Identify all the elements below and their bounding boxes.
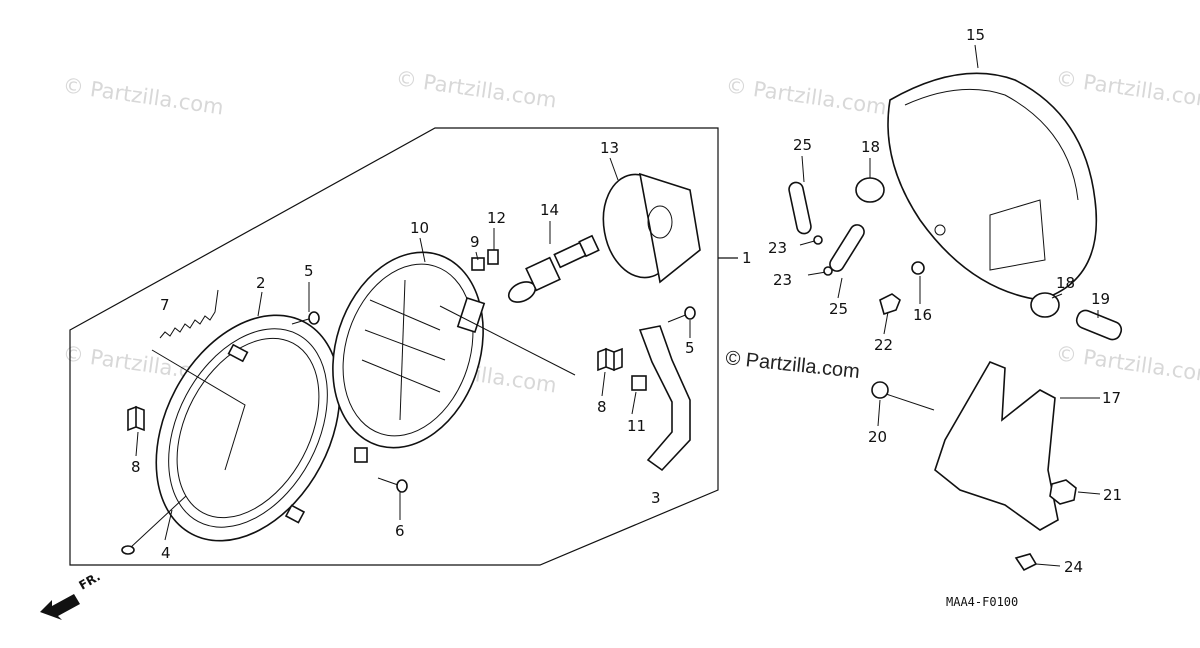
bolt-20 <box>871 381 935 411</box>
arrow-icon <box>40 594 80 620</box>
screw-23 <box>799 235 823 246</box>
label-18: 18 <box>861 138 880 156</box>
center-watermark: © Partzilla.com <box>724 347 860 383</box>
direction-label: FR. <box>77 569 103 592</box>
label-8: 8 <box>597 398 607 416</box>
assembly-outline <box>69 127 719 566</box>
label-21: 21 <box>1103 486 1122 504</box>
stay-25 <box>788 181 812 235</box>
grommet-18 <box>855 177 885 203</box>
label-15: 15 <box>966 26 985 44</box>
nut-24 <box>1014 553 1038 572</box>
label-1: 1 <box>742 249 752 267</box>
label-18: 18 <box>1056 274 1075 292</box>
label-5: 5 <box>685 339 695 357</box>
clip-12 <box>487 249 499 265</box>
watermark: © Partzilla.com <box>724 73 888 119</box>
bulb-socket-cover <box>602 172 701 284</box>
screw-23 <box>807 266 833 276</box>
headlight-lens <box>332 251 486 449</box>
stay-25 <box>829 224 865 272</box>
label-8: 8 <box>131 458 141 476</box>
screw-16 <box>911 261 925 275</box>
nut-22 <box>879 293 901 316</box>
label-5: 5 <box>304 262 314 280</box>
label-9: 9 <box>470 233 480 251</box>
screw-5 <box>291 311 320 325</box>
label-14: 14 <box>540 201 559 219</box>
spring-8 <box>597 347 623 372</box>
label-13: 13 <box>600 139 619 157</box>
label-19: 19 <box>1091 290 1110 308</box>
screw-6 <box>377 477 408 493</box>
screw-5 <box>667 306 696 323</box>
watermark: © Partzilla.com <box>1054 66 1200 112</box>
spring-8 <box>127 405 145 432</box>
bracket-3 <box>638 325 691 472</box>
label-16: 16 <box>913 306 932 324</box>
nut-11 <box>631 375 647 391</box>
label-7: 7 <box>160 296 170 314</box>
label-2: 2 <box>256 274 266 292</box>
collar-19 <box>1075 309 1123 341</box>
leader-line <box>439 305 576 376</box>
label-11: 11 <box>627 417 646 435</box>
adjust-screw-4 <box>121 495 187 555</box>
front-direction-arrow: FR. <box>40 569 103 620</box>
watermark: © Partzilla.com <box>394 66 558 112</box>
part-labels: 1 2 3 4 5 5 6 7 8 8 9 10 11 12 13 14 15 … <box>131 26 1122 576</box>
label-17: 17 <box>1102 389 1121 407</box>
label-20: 20 <box>868 428 887 446</box>
label-leaders <box>135 44 1101 567</box>
label-23: 23 <box>768 239 787 257</box>
headlight-rim <box>155 314 368 542</box>
watermark: © Partzilla.com <box>61 73 225 119</box>
watermark: © Partzilla.com <box>1054 341 1200 387</box>
headlight-stay-17 <box>934 360 1059 531</box>
nut-21 <box>1049 479 1077 505</box>
drawing-code: MAA4-F0100 <box>946 595 1018 609</box>
label-22: 22 <box>874 336 893 354</box>
label-3: 3 <box>651 489 661 507</box>
grommet-18 <box>1030 292 1060 318</box>
label-6: 6 <box>395 522 405 540</box>
label-12: 12 <box>487 209 506 227</box>
headlight-bulb <box>507 234 600 303</box>
label-25: 25 <box>829 300 848 318</box>
label-23: 23 <box>773 271 792 289</box>
label-25: 25 <box>793 136 812 154</box>
label-24: 24 <box>1064 558 1083 576</box>
label-4: 4 <box>161 544 171 562</box>
spring-7 <box>159 289 219 339</box>
leader-line <box>151 349 246 471</box>
headlight-case <box>887 72 1098 301</box>
label-10: 10 <box>410 219 429 237</box>
